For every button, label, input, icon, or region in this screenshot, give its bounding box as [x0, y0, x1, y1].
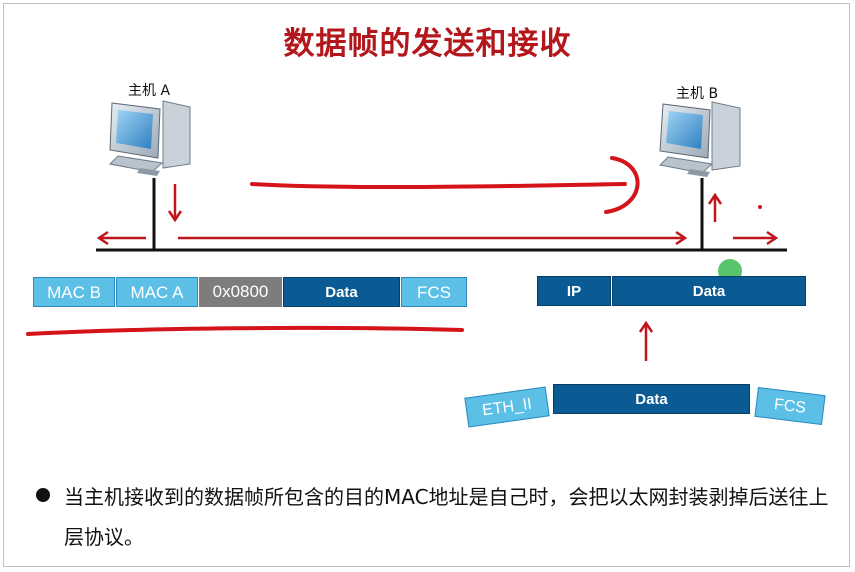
packet-field-ip: IP	[537, 276, 611, 306]
annotation-dot	[758, 205, 762, 209]
computer-a-icon	[110, 101, 190, 176]
send-arrows	[99, 184, 776, 361]
packet-field-data: Data	[612, 276, 806, 306]
payload-data: Data	[553, 384, 750, 414]
frame-field-type: 0x0800	[199, 277, 282, 307]
frame-field-mac-a: MAC A	[116, 277, 198, 307]
description-text: 当主机接收到的数据帧所包含的目的MAC地址是自己时，会把以太网封装剥掉后送往上层…	[64, 477, 834, 557]
frame-field-data: Data	[283, 277, 400, 307]
bullet-point	[36, 488, 50, 502]
computer-b-icon	[660, 102, 740, 177]
frame-field-fcs: FCS	[401, 277, 467, 307]
frame-field-mac-b: MAC B	[33, 277, 115, 307]
